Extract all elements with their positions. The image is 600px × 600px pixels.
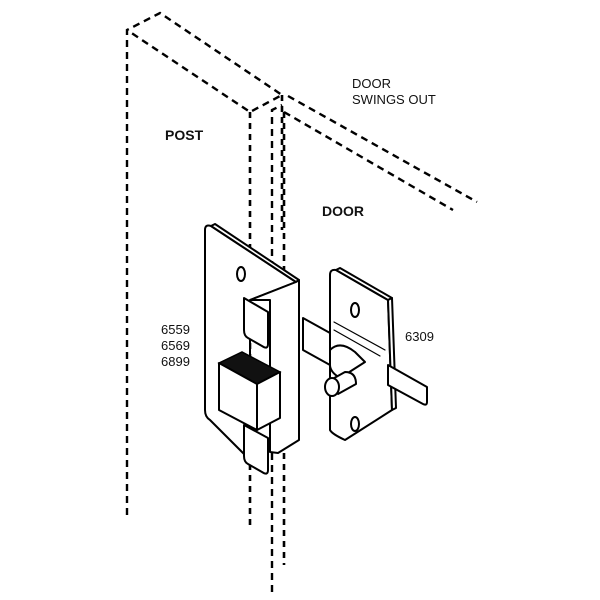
door-label: DOOR [322, 203, 364, 219]
post-label: POST [165, 127, 204, 143]
keeper-strike [204, 223, 300, 475]
screw-hole-icon [350, 302, 360, 318]
swing-direction-label-line2: SWINGS OUT [352, 92, 436, 107]
keeper-part-number-1: 6559 [161, 322, 190, 337]
screw-hole-icon [236, 266, 246, 282]
screw-hole-icon [350, 416, 360, 432]
keeper-part-number-2: 6569 [161, 338, 190, 353]
slide-latch [302, 267, 428, 441]
latch-part-number: 6309 [405, 329, 434, 344]
keeper-part-number-3: 6899 [161, 354, 190, 369]
swing-direction-label-line1: DOOR [352, 76, 391, 91]
